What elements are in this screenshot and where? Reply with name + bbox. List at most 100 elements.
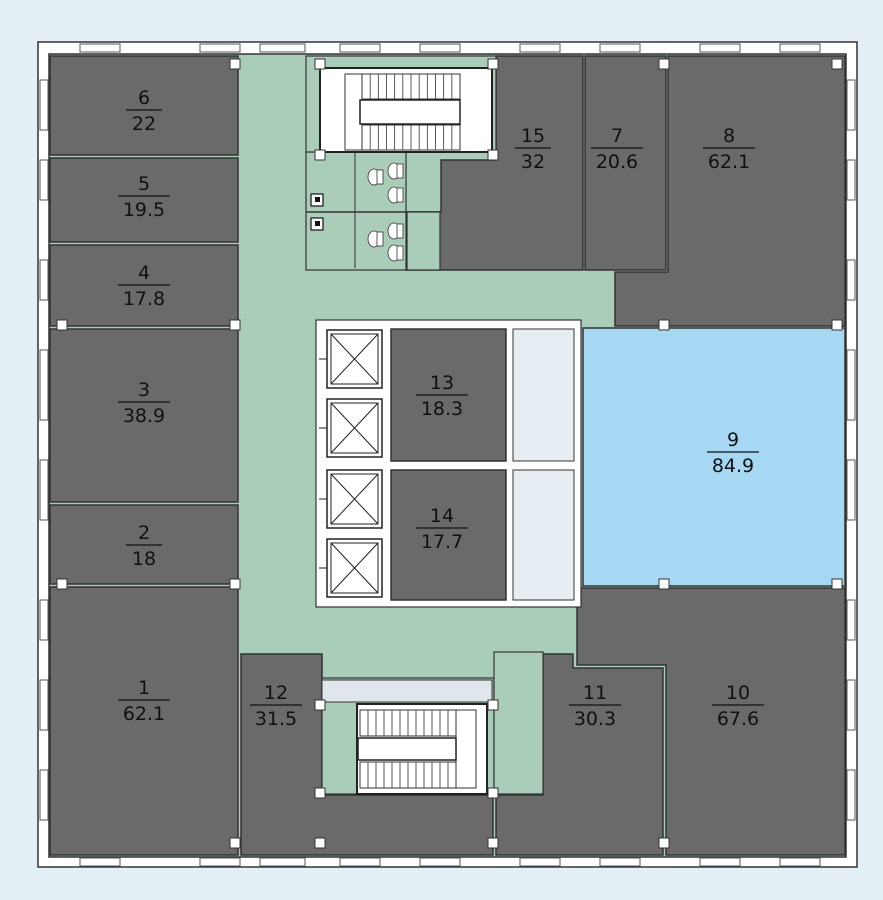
room-1[interactable] xyxy=(49,586,239,856)
room-number: 5 xyxy=(138,173,150,195)
room-area: 17.8 xyxy=(123,288,165,310)
room-number: 15 xyxy=(521,125,545,147)
rooms xyxy=(49,55,846,856)
toilet-icon xyxy=(387,222,404,240)
column-marker-icon xyxy=(314,58,326,70)
column-marker-icon xyxy=(229,578,241,590)
room-number: 2 xyxy=(138,522,150,544)
room-number: 4 xyxy=(138,262,150,284)
room-number: 9 xyxy=(727,429,739,451)
room-14[interactable] xyxy=(390,469,507,601)
column-marker-icon xyxy=(314,149,326,161)
room-label-3: 338.9 xyxy=(118,379,170,427)
toilets xyxy=(310,162,404,262)
room-number: 8 xyxy=(723,125,735,147)
elevator-icon xyxy=(319,329,383,389)
bottom-corridor-strip xyxy=(321,679,493,703)
column-marker-icon xyxy=(229,319,241,331)
column-marker-icon xyxy=(314,787,326,799)
column-marker-icon xyxy=(487,149,499,161)
column-marker-icon xyxy=(658,578,670,590)
room-area: 62.1 xyxy=(708,151,750,173)
shaft-lower xyxy=(512,469,575,601)
room-label-1: 162.1 xyxy=(118,677,170,725)
room-label-8: 862.1 xyxy=(703,125,755,173)
room-number: 12 xyxy=(264,682,288,704)
column-marker-icon xyxy=(56,578,68,590)
staircase-icon xyxy=(357,709,477,789)
room-area: 18 xyxy=(132,548,156,570)
shaft-upper xyxy=(512,328,575,462)
column-marker-icon xyxy=(229,837,241,849)
room-10[interactable] xyxy=(576,587,846,856)
room-number: 1 xyxy=(138,677,150,699)
room-area: 19.5 xyxy=(123,199,165,221)
column-marker-icon xyxy=(831,578,843,590)
room-3[interactable] xyxy=(49,328,239,503)
column-marker-icon xyxy=(658,837,670,849)
room-number: 10 xyxy=(726,682,750,704)
column-marker-icon xyxy=(487,699,499,711)
room-label-10: 10 67.6 xyxy=(712,682,764,730)
room-label-5: 519.5 xyxy=(118,173,170,221)
room-label-2: 218 xyxy=(126,522,162,570)
elevator-icon xyxy=(319,398,383,458)
room-area: 84.9 xyxy=(712,455,754,477)
room-area: 17.7 xyxy=(421,531,463,553)
toilet-icon xyxy=(387,186,404,204)
room-6[interactable] xyxy=(49,55,239,156)
room-7[interactable] xyxy=(584,55,667,271)
sink-icon xyxy=(310,217,324,231)
room-area: 32 xyxy=(521,151,545,173)
room-11[interactable] xyxy=(495,653,664,856)
room-number: 3 xyxy=(138,379,150,401)
column-marker-icon xyxy=(487,58,499,70)
room-number: 6 xyxy=(138,87,150,109)
room-number: 14 xyxy=(430,505,454,527)
room-label-11: 11 30.3 xyxy=(569,682,621,730)
room-area: 20.6 xyxy=(596,151,638,173)
room-9[interactable] xyxy=(582,327,846,587)
column-marker-icon xyxy=(56,319,68,331)
column-marker-icon xyxy=(831,58,843,70)
columns xyxy=(56,58,843,849)
room-number: 13 xyxy=(430,372,454,394)
column-marker-icon xyxy=(314,837,326,849)
toilet-icon xyxy=(387,162,404,180)
column-marker-icon xyxy=(658,58,670,70)
room-label-4: 417.8 xyxy=(118,262,170,310)
window-marks xyxy=(39,43,856,867)
room-area: 30.3 xyxy=(574,708,616,730)
room-area: 62.1 xyxy=(123,703,165,725)
room-5[interactable] xyxy=(49,157,239,243)
room-number: 11 xyxy=(583,682,607,704)
room-label-7: 720.6 xyxy=(591,125,643,173)
room-area: 22 xyxy=(132,113,156,135)
column-marker-icon xyxy=(314,699,326,711)
staircase-icon xyxy=(344,73,461,151)
toilet-icon xyxy=(387,244,404,262)
room-label-6: 622 xyxy=(126,87,162,135)
column-marker-icon xyxy=(229,58,241,70)
elevator-icon xyxy=(319,538,383,598)
column-marker-icon xyxy=(831,319,843,331)
room-area: 38.9 xyxy=(123,405,165,427)
room-number: 7 xyxy=(611,125,623,147)
room-8[interactable] xyxy=(614,55,846,327)
room-area: 67.6 xyxy=(717,708,759,730)
wc-shaft xyxy=(406,211,441,271)
column-marker-icon xyxy=(487,837,499,849)
elevator-icon xyxy=(319,469,383,529)
room-area: 31.5 xyxy=(255,708,297,730)
room-labels: 162.1218338.9417.8519.5622720.6862.1984.… xyxy=(118,87,764,730)
room-label-14: 14 17.7 xyxy=(416,505,468,553)
toilet-icon xyxy=(367,168,384,186)
column-marker-icon xyxy=(487,787,499,799)
column-marker-icon xyxy=(658,319,670,331)
elevators xyxy=(319,329,383,598)
room-label-12: 12 31.5 xyxy=(250,682,302,730)
room-label-9: 984.9 xyxy=(707,429,759,477)
